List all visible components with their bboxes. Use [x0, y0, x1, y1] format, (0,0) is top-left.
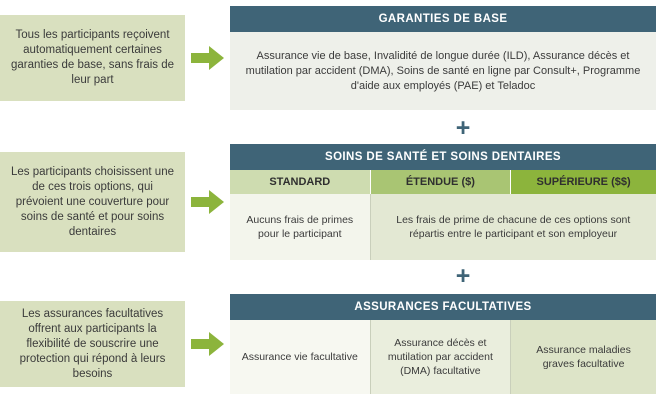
health-cell-standard: Aucuns frais de primes pour le participa… — [230, 194, 371, 260]
base-panel-header: GARANTIES DE BASE — [230, 6, 656, 32]
tier-header-etendue[interactable]: ÉTENDUE ($) — [370, 170, 512, 194]
section-health: Les participants choisissent une de ces … — [0, 144, 656, 260]
health-panel: SOINS DE SANTÉ ET SOINS DENTAIRES STANDA… — [230, 144, 656, 260]
health-cell-shared: Les frais de prime de chacune de ces opt… — [370, 194, 656, 260]
base-description: Tous les participants reçoivent automati… — [0, 15, 185, 101]
tier-header-standard[interactable]: STANDARD — [230, 170, 371, 194]
arrow-right-icon — [190, 190, 224, 214]
arrow-cell-base — [185, 45, 230, 71]
section-optional: Les assurances facultatives offrent aux … — [0, 294, 656, 394]
optional-panel-header: ASSURANCES FACULTATIVES — [230, 294, 656, 320]
section-base: Tous les participants reçoivent automati… — [0, 6, 656, 110]
arrow-cell-health — [185, 189, 230, 215]
optional-cell-dma[interactable]: Assurance décès et mutilation par accide… — [370, 320, 512, 394]
arrow-cell-optional — [185, 331, 230, 357]
health-description: Les participants choisissent une de ces … — [0, 152, 185, 252]
tier-header-superieure[interactable]: SUPÉRIEURE ($$) — [511, 170, 656, 194]
health-tier-body-row: Aucuns frais de primes pour le participa… — [230, 194, 656, 260]
health-panel-header: SOINS DE SANTÉ ET SOINS DENTAIRES — [230, 144, 656, 170]
plus-connector-2: + — [455, 262, 471, 290]
optional-cell-critical-illness[interactable]: Assurance maladies graves facultative — [511, 320, 656, 394]
base-panel-body: Assurance vie de base, Invalidité de lon… — [230, 32, 656, 110]
optional-cell-row: Assurance vie facultative Assurance décè… — [230, 320, 656, 394]
health-tier-header-row: STANDARD ÉTENDUE ($) SUPÉRIEURE ($$) — [230, 170, 656, 194]
optional-panel: ASSURANCES FACULTATIVES Assurance vie fa… — [230, 294, 656, 394]
optional-cell-life[interactable]: Assurance vie facultative — [230, 320, 371, 394]
arrow-right-icon — [190, 46, 224, 70]
base-panel: GARANTIES DE BASE Assurance vie de base,… — [230, 6, 656, 110]
optional-description: Les assurances facultatives offrent aux … — [0, 301, 185, 387]
arrow-right-icon — [190, 332, 224, 356]
plus-connector-1: + — [455, 114, 471, 142]
